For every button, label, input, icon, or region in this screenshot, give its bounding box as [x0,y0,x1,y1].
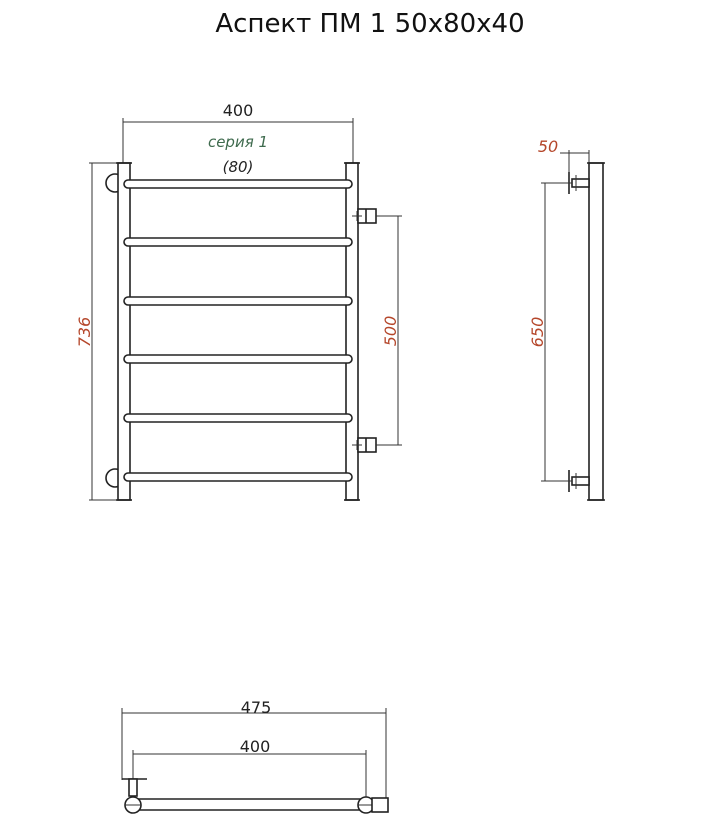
height-dimension-label: 736 [75,317,94,348]
rung-3 [123,296,353,306]
rung-4 [123,354,353,364]
top-view: 475 400 [121,698,389,814]
right-rail [345,162,359,501]
overall-dimension-label: 475 [241,698,272,717]
inner-dimension-label: 400 [240,737,271,756]
rung-1 [123,179,353,189]
top-rail-body [132,798,367,811]
side-view: 50 650 [528,137,605,501]
mount-dimension-label: 650 [528,317,547,348]
rung-5 [123,413,353,423]
width-dimension-label: 400 [223,101,254,120]
connection-dimension-label: 500 [381,316,400,347]
rung-2 [123,237,353,247]
depth-dimension-label: 50 [538,137,558,156]
rung-6 [123,472,353,482]
series-sub-label: (80) [223,158,254,176]
top-wall-bracket [122,778,147,797]
series-label: серия 1 [208,133,268,151]
top-connection-fitting [371,797,389,813]
front-view: 400 серия 1 (80) 736 [75,101,402,501]
drawing-title: Аспект ПМ 1 50x80x40 [215,9,524,39]
side-rail [588,162,604,501]
left-rail [117,162,131,501]
